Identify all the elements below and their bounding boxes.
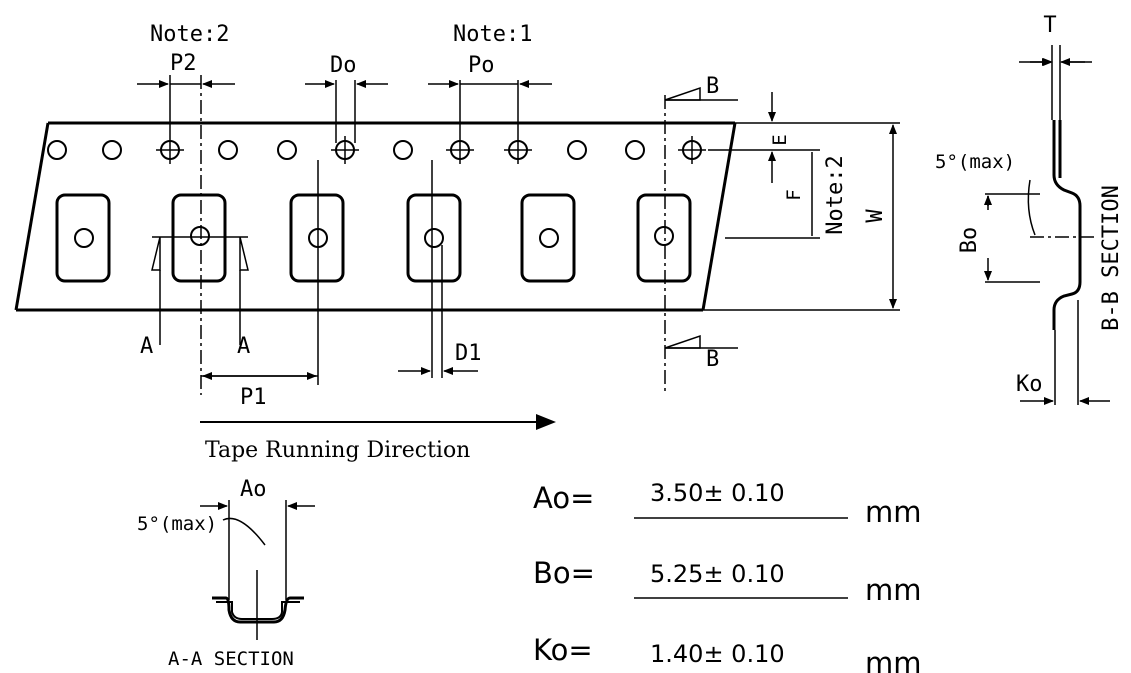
- po-label: Po: [468, 53, 495, 78]
- aa-section-label: A-A SECTION: [168, 648, 294, 670]
- a-right-label: A: [237, 334, 250, 359]
- spec-bo-unit: mm: [865, 573, 922, 607]
- spec-ao-value: 3.50± 0.10: [650, 479, 785, 507]
- aa-section-view: [200, 500, 315, 640]
- spec-ko-row: Ko= 1.40± 0.10 mm: [533, 633, 922, 673]
- bb-angle-label: 5°(max): [935, 151, 1015, 173]
- spec-bo-value: 5.25± 0.10: [650, 560, 785, 588]
- spec-ao-row: Ao= 3.50± 0.10 mm: [533, 479, 922, 529]
- pockets: [55, 193, 692, 283]
- bb-section-view: [984, 45, 1110, 405]
- d1-label: D1: [455, 341, 482, 366]
- ao-top-label: Ao: [240, 477, 267, 502]
- t-label: T: [1043, 13, 1056, 38]
- p1-label: P1: [240, 385, 267, 410]
- section-cut-aa: [151, 236, 249, 345]
- section-cut-bb: [664, 86, 738, 395]
- note2-side-label: Note:2: [823, 155, 848, 234]
- b-top-label: B: [706, 74, 719, 99]
- sprocket-holes: [47, 136, 706, 164]
- spec-ao-name: Ao=: [533, 481, 594, 515]
- spec-ko-unit: mm: [865, 646, 922, 673]
- spec-ko-value: 1.40± 0.10: [650, 640, 785, 668]
- dim-d1: [398, 160, 478, 378]
- note1-top-label: Note:1: [453, 22, 532, 47]
- dim-e-f-w: [703, 92, 900, 311]
- bo-side-label: Bo: [957, 227, 982, 254]
- dim-do: [305, 80, 388, 143]
- note2-top-label: Note:2: [150, 22, 229, 47]
- do-label: Do: [330, 53, 357, 78]
- w-label: W: [863, 209, 888, 223]
- spec-bo-row: Bo= 5.25± 0.10 mm: [533, 556, 922, 607]
- a-left-label: A: [140, 334, 153, 359]
- dim-p1: [201, 160, 319, 385]
- f-label: F: [783, 189, 805, 200]
- bb-section-label: B-B SECTION: [1099, 185, 1124, 331]
- ko-label: Ko: [1016, 372, 1043, 397]
- tape-direction-label: Tape Running Direction: [205, 438, 470, 463]
- spec-bo-name: Bo=: [533, 556, 595, 590]
- carrier-tape: [14, 121, 737, 312]
- p2-label: P2: [170, 51, 197, 76]
- spec-ko-name: Ko=: [533, 633, 593, 667]
- spec-ao-unit: mm: [865, 495, 922, 529]
- dim-po: [428, 80, 552, 136]
- aa-angle-label: 5°(max): [137, 513, 217, 535]
- b-bottom-label: B: [706, 347, 719, 372]
- direction-arrow: [200, 414, 556, 430]
- dim-p2: [137, 75, 235, 395]
- e-label: E: [769, 134, 791, 145]
